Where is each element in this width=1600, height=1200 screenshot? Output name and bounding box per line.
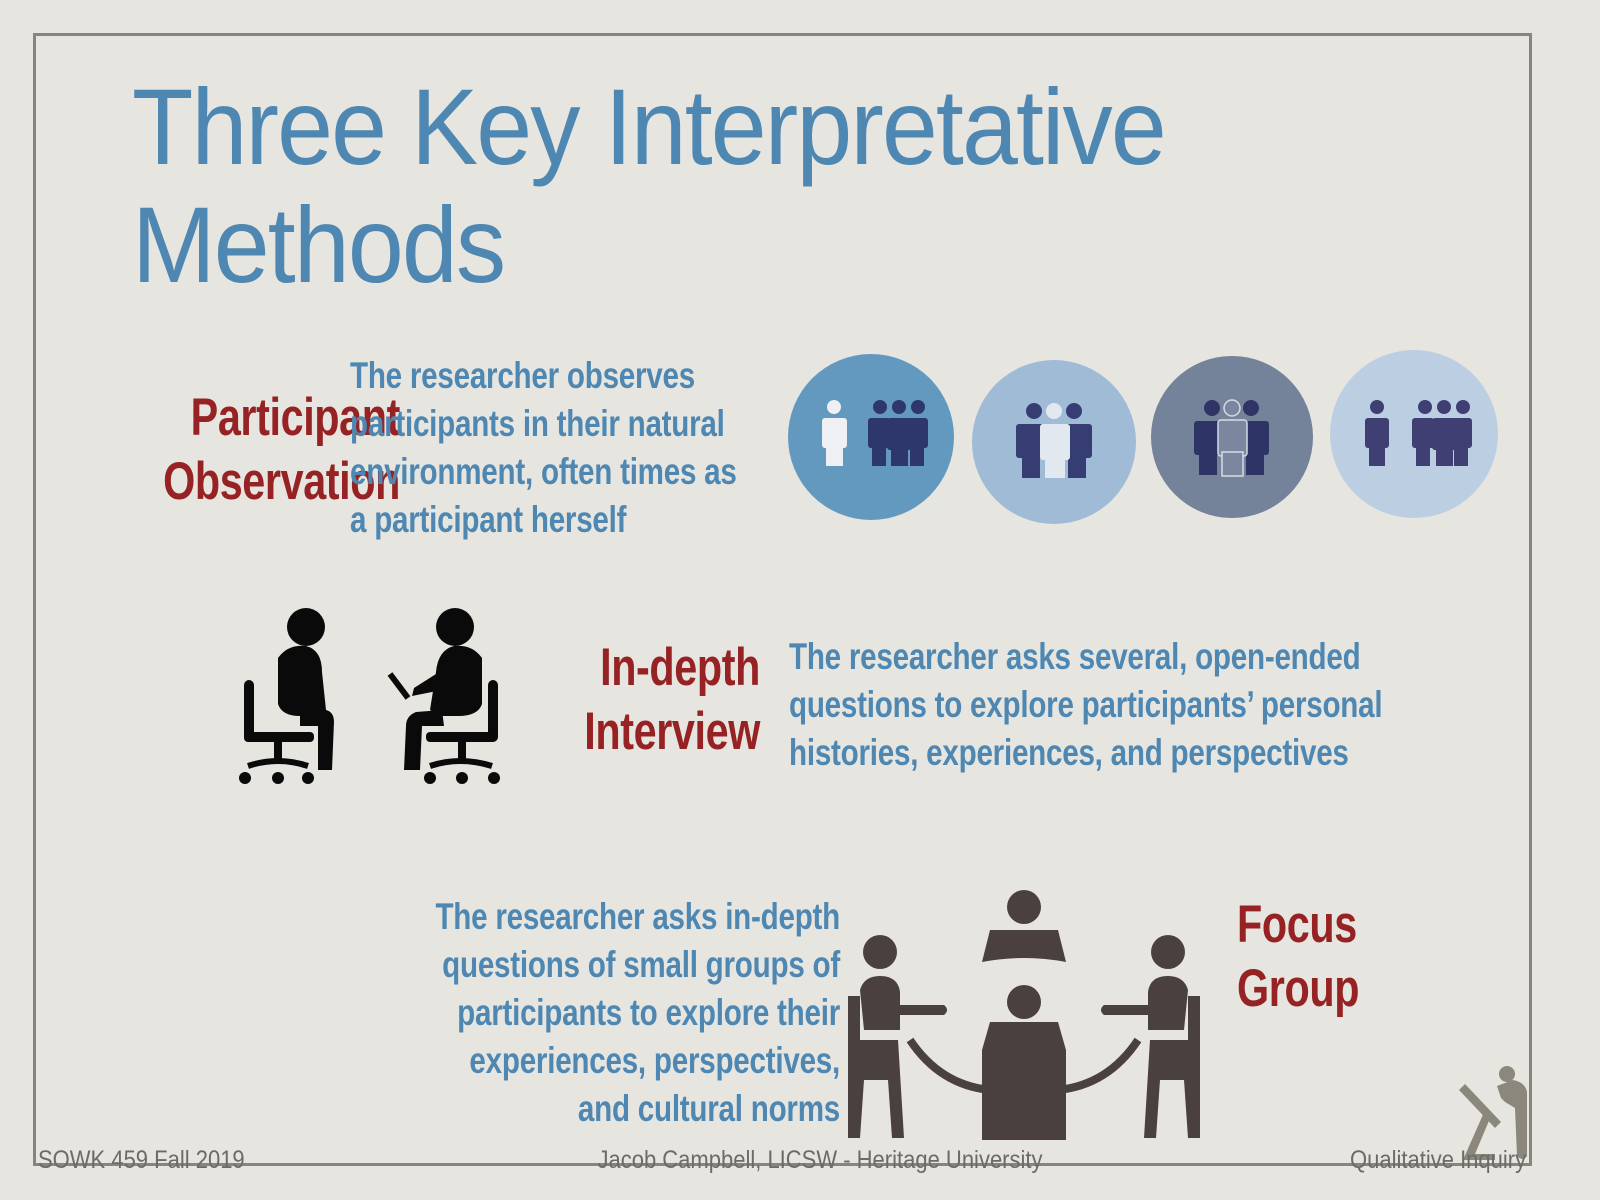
label-line-1: Participant bbox=[190, 388, 401, 447]
desc-line: and cultural norms bbox=[577, 1088, 840, 1129]
desc-line: The researcher asks in-depth bbox=[435, 896, 840, 937]
label-line-1: In-depth bbox=[600, 638, 760, 697]
desc-line: experiences, perspectives, bbox=[469, 1040, 840, 1081]
footer-author: Jacob Campbell, LICSW - Heritage Univers… bbox=[597, 1146, 1043, 1174]
desc-line: environment, often times as bbox=[350, 451, 737, 492]
focus-group-description: The researcher asks in-depth questions o… bbox=[352, 893, 840, 1133]
participant-observation-description: The researcher observes participants in … bbox=[350, 352, 737, 544]
slide-title: Three Key Interpretative Methods bbox=[132, 66, 1167, 305]
footer-topic: Qualitative Inquiry bbox=[1349, 1146, 1526, 1174]
desc-line: histories, experiences, and perspectives bbox=[789, 732, 1349, 773]
label-line-1: Focus bbox=[1237, 895, 1357, 954]
footer-course: SOWK 459 Fall 2019 bbox=[38, 1146, 245, 1174]
focus-group-label: Focus Group bbox=[1237, 893, 1359, 1021]
label-line-2: Interview bbox=[584, 702, 760, 761]
desc-line: The researcher observes bbox=[350, 355, 695, 396]
round-table-group-icon bbox=[848, 890, 1200, 1140]
desc-line: a participant herself bbox=[350, 499, 627, 540]
desc-line: questions to explore participants’ perso… bbox=[789, 684, 1383, 725]
desc-line: The researcher asks several, open-ended bbox=[789, 636, 1361, 677]
label-line-2: Group bbox=[1237, 959, 1360, 1018]
person-and-group-icon bbox=[1330, 350, 1498, 518]
telescope-observer-logo-icon bbox=[1459, 1066, 1527, 1160]
desc-line: participants to explore their bbox=[457, 992, 840, 1033]
title-line-1: Three Key Interpretative bbox=[132, 66, 1167, 187]
desc-line: participants in their natural bbox=[350, 403, 725, 444]
interview-two-people-icon bbox=[239, 608, 500, 784]
desc-line: questions of small groups of bbox=[442, 944, 840, 985]
in-depth-interview-label: In-depth Interview bbox=[510, 636, 760, 764]
participant-observation-label: Participant Observation bbox=[119, 386, 400, 514]
slide-frame bbox=[33, 33, 1532, 1166]
in-depth-interview-description: The researcher asks several, open-ended … bbox=[789, 633, 1383, 777]
outlined-person-within-group-icon bbox=[1151, 356, 1313, 518]
person-within-group-icon bbox=[972, 360, 1136, 524]
label-line-2: Observation bbox=[163, 452, 400, 511]
title-line-2: Methods bbox=[132, 184, 506, 305]
person-apart-from-group-icon bbox=[788, 354, 954, 520]
